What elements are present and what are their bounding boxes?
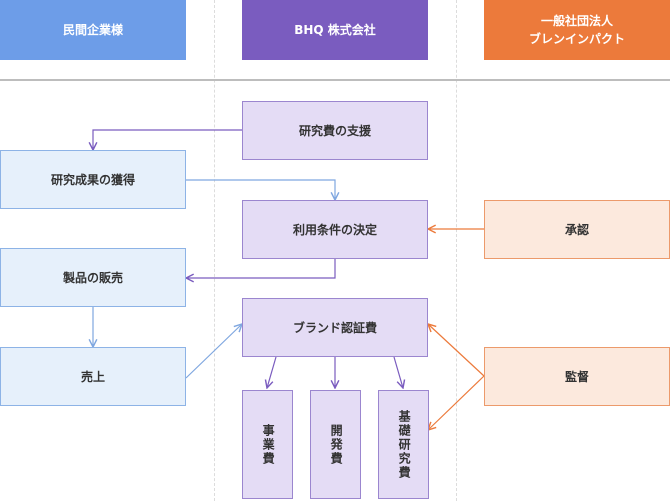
node-supervision: 監督 [484, 347, 670, 406]
node-label: 研究費の支援 [298, 124, 371, 138]
node-label: 製品の販売 [62, 271, 123, 285]
arrow-terms-to-product-sales [186, 259, 336, 278]
node-label: ブランド認証費 [292, 321, 377, 335]
arrow-sales-to-brand-fee [185, 324, 242, 379]
node-brand-certification-fee: ブランド認証費 [242, 298, 428, 357]
arrow-brand-fee-to-operating [267, 356, 277, 388]
node-approval: 承認 [484, 200, 670, 259]
lane-header-private-company: 民間企業様 [0, 0, 186, 60]
arrow-supervision-to-brand-fee [428, 324, 485, 377]
node-label: 基礎研究費 [397, 409, 412, 480]
arrow-supervision-to-basic-research [428, 375, 485, 430]
lane-header-bhq: BHQ 株式会社 [242, 0, 428, 60]
node-label: 売上 [80, 370, 105, 384]
node-label: 監督 [564, 370, 589, 384]
node-label: 事業費 [261, 423, 276, 466]
node-label: 承認 [564, 223, 589, 237]
node-basic-research-cost: 基礎研究費 [378, 390, 429, 499]
lane-header-brain-impact: 一般社団法人 ブレンインパクト [484, 0, 670, 60]
arrow-results-to-terms [186, 179, 335, 200]
arrow-brand-fee-to-basic-research [393, 356, 403, 388]
arrow-support-to-results [93, 129, 242, 150]
node-label: 研究成果の獲得 [50, 173, 135, 187]
node-sales: 売上 [0, 347, 186, 406]
lane-header-label-line2: ブレンインパクト [528, 32, 625, 46]
node-label: 利用条件の決定 [292, 223, 377, 237]
node-product-sales: 製品の販売 [0, 248, 186, 307]
lane-header-label-line1: 一般社団法人 [540, 14, 613, 28]
node-development-cost: 開発費 [310, 390, 361, 499]
header-divider [0, 79, 670, 81]
lane-header-label: 民間企業様 [62, 23, 123, 37]
node-label: 開発費 [329, 423, 344, 466]
lane-separator [456, 0, 457, 501]
node-research-results: 研究成果の獲得 [0, 150, 186, 209]
node-operating-cost: 事業費 [242, 390, 293, 499]
lane-separator [214, 0, 215, 501]
lane-header-label: BHQ 株式会社 [294, 23, 376, 37]
node-usage-terms: 利用条件の決定 [242, 200, 428, 259]
node-research-support: 研究費の支援 [242, 101, 428, 160]
